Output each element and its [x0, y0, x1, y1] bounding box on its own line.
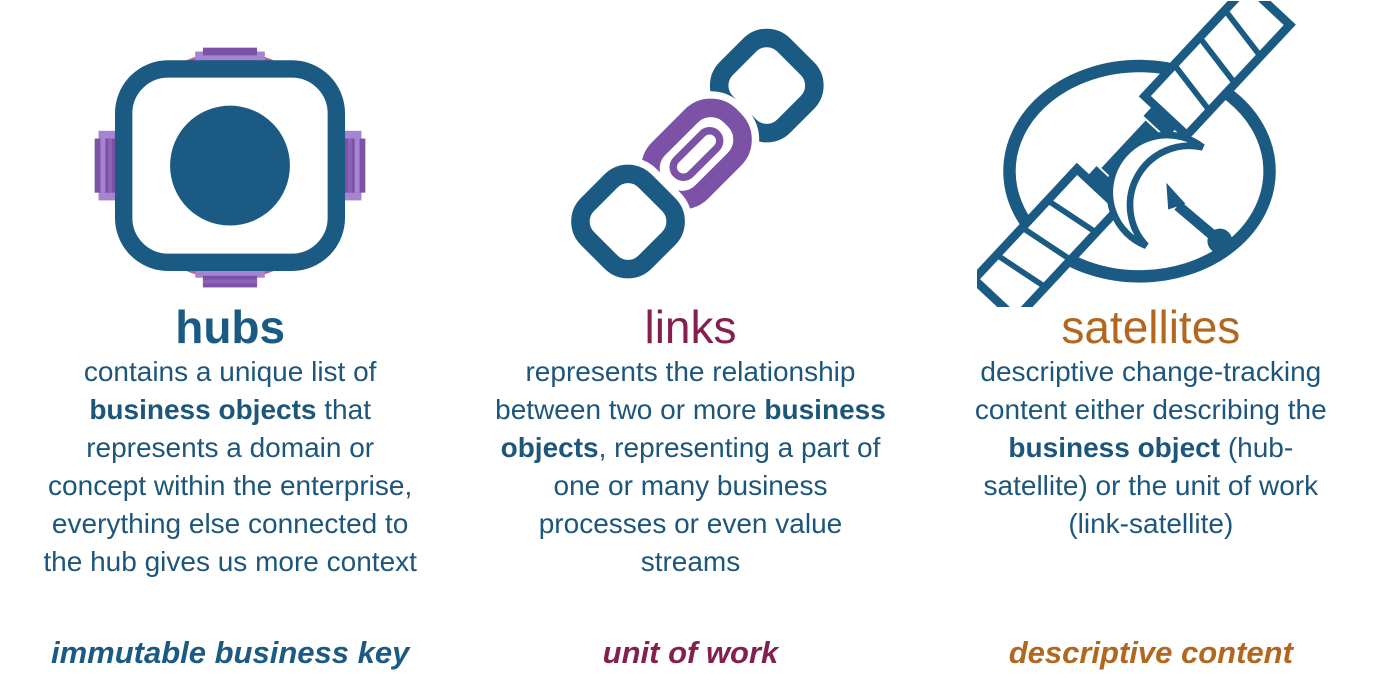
satellites-icon-wrapper [976, 1, 1325, 307]
hubs-description: contains a unique list of business objec… [43, 356, 417, 578]
satellite-icon [976, 1, 1296, 307]
hubs-icon-wrapper [94, 6, 366, 302]
links-column: links represents the relationship betwee… [460, 0, 920, 687]
hubs-title: hubs [175, 301, 286, 353]
satellites-tagline: descriptive content [1008, 635, 1293, 670]
satellites-column: satellites descriptive change-tracking c… [921, 0, 1381, 687]
hub-icon [94, 47, 366, 288]
links-tagline: unit of work [602, 635, 779, 670]
hubs-tagline: immutable business key [50, 635, 410, 670]
chain-links-icon [564, 28, 825, 286]
satellites-title: satellites [1061, 301, 1241, 353]
hubs-column: hubs contains a unique list of business … [0, 0, 460, 687]
links-icon-wrapper [535, 6, 845, 302]
satellites-description: descriptive change-tracking content eith… [974, 356, 1327, 540]
links-title: links [644, 301, 737, 353]
links-description: represents the relationship between two … [495, 356, 886, 578]
